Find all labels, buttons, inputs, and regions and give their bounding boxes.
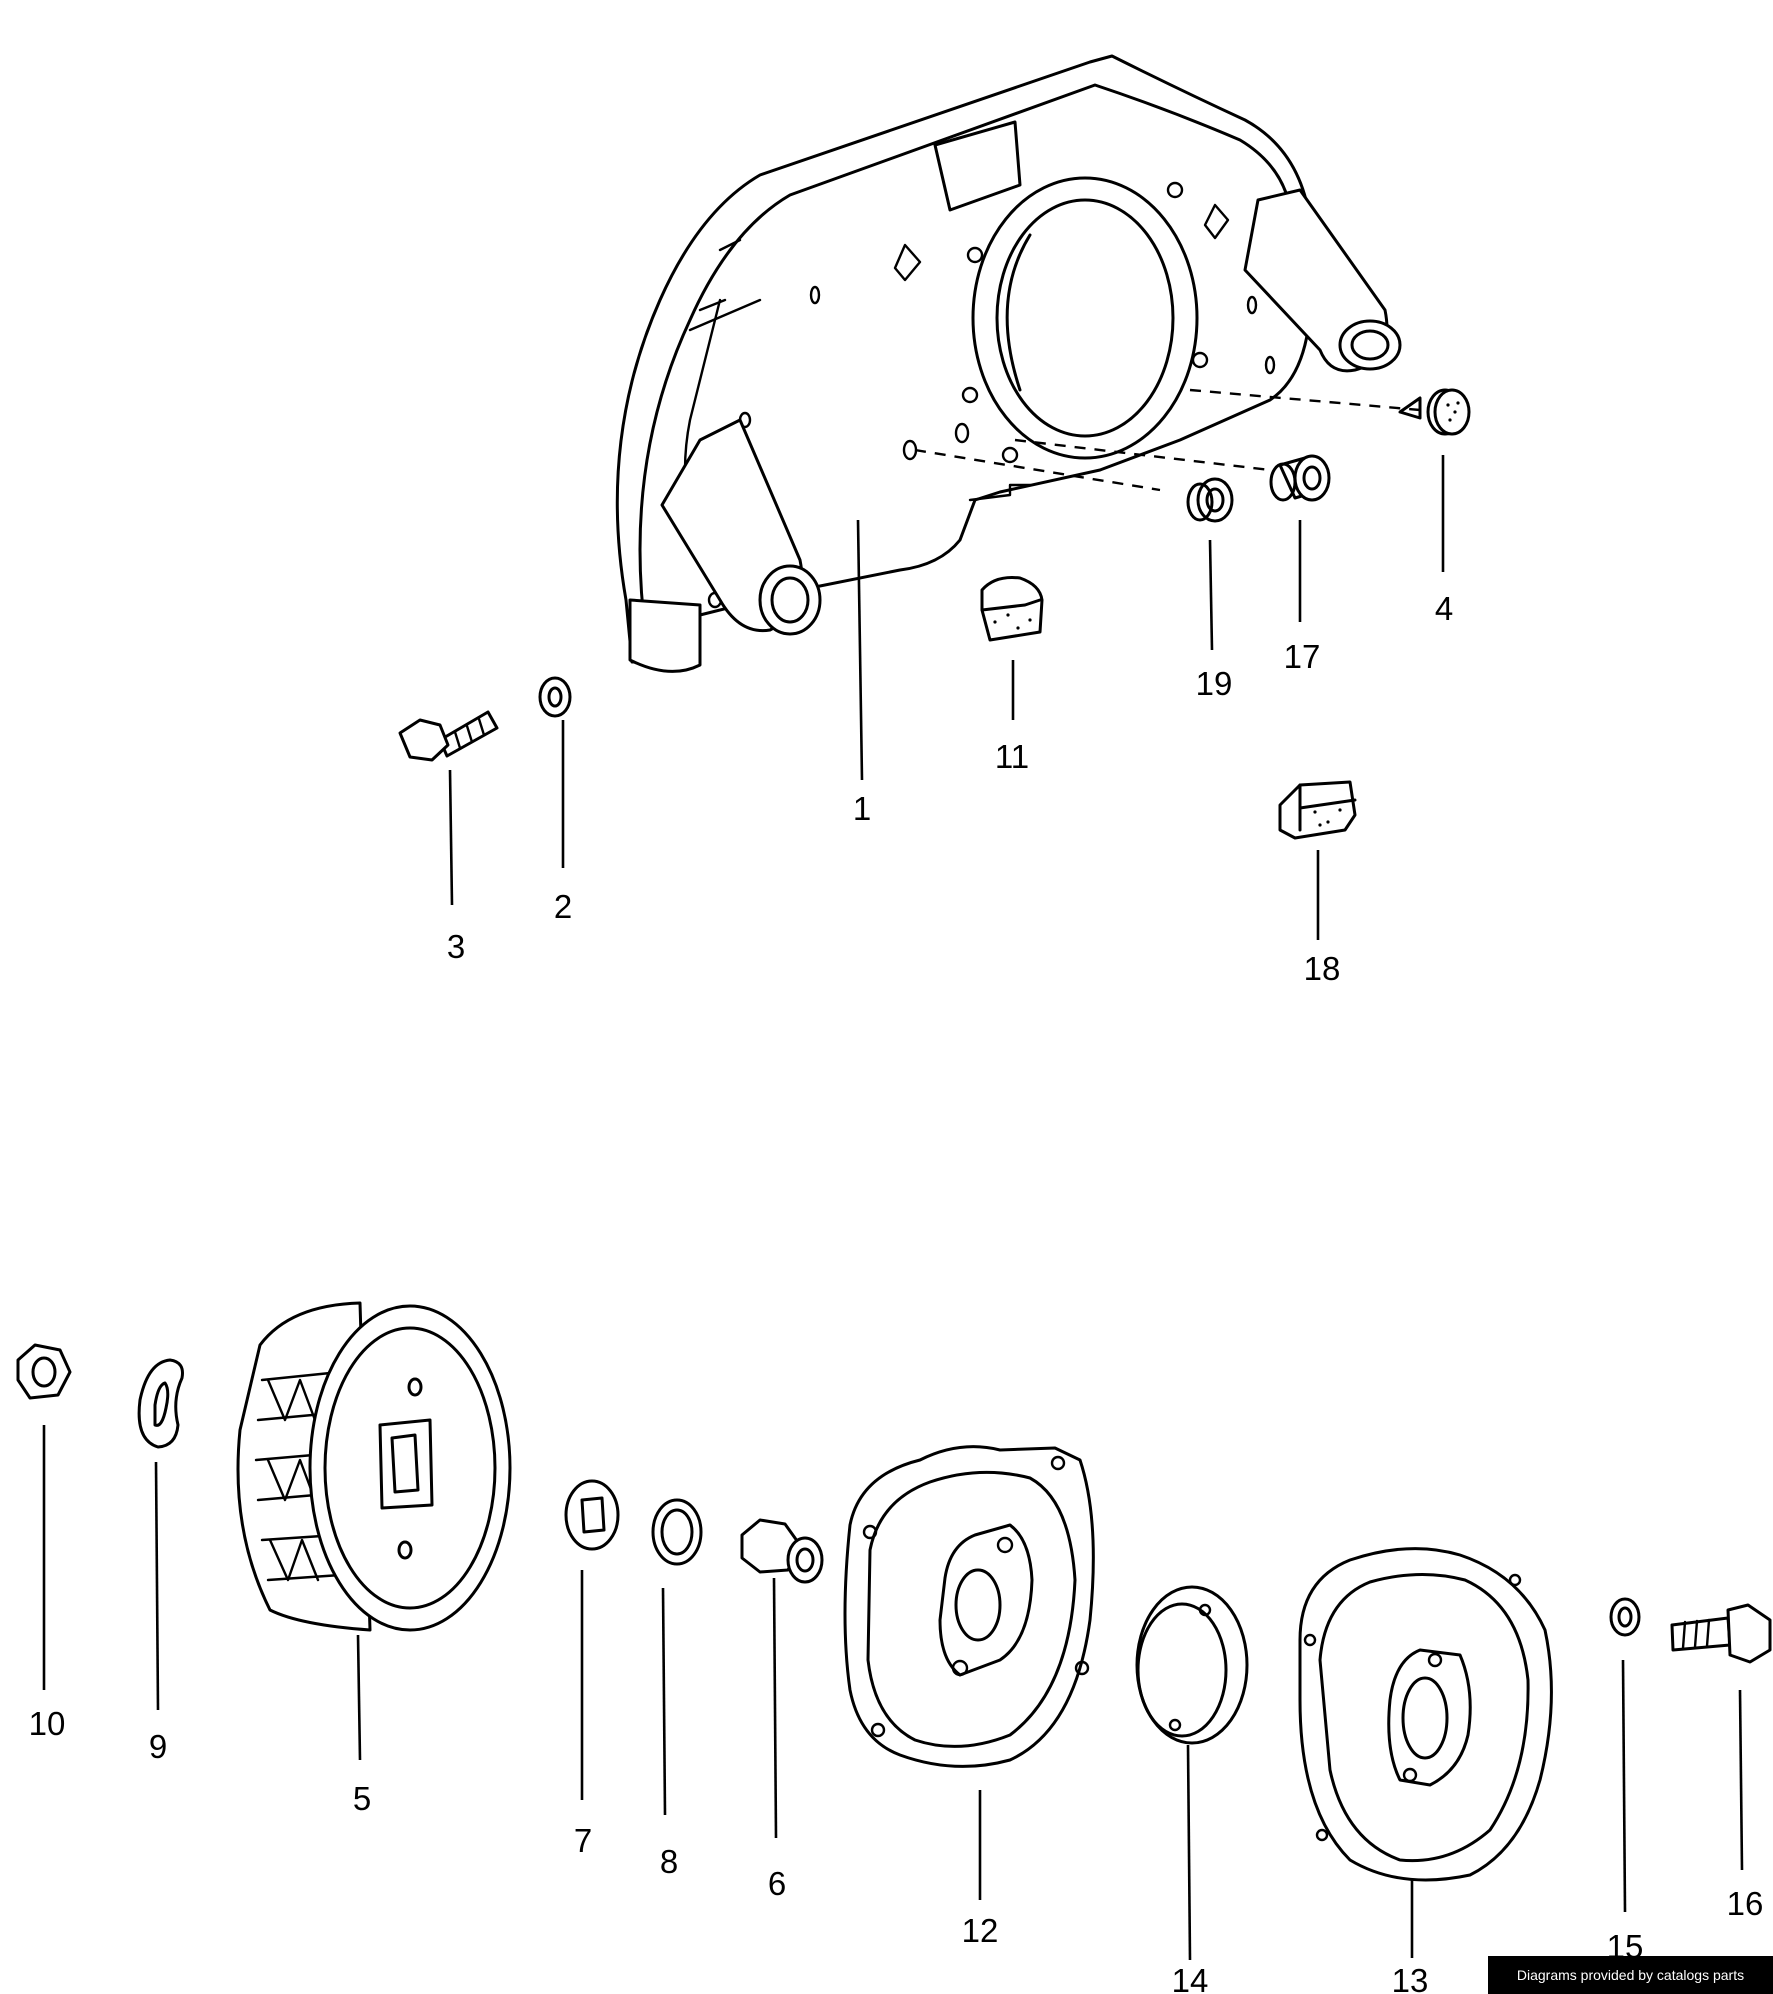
part-8-washer — [651, 1498, 703, 1566]
callout-1: 1 — [853, 790, 871, 827]
part-2-washer — [538, 676, 572, 718]
callout-19: 19 — [1196, 665, 1233, 702]
callout-9: 9 — [149, 1728, 167, 1765]
part-12-pulley-plate — [843, 1445, 1095, 1768]
assembly-line-2 — [1014, 438, 1271, 472]
callout-14: 14 — [1172, 1962, 1209, 1994]
part-13-outer-pulley — [1298, 1547, 1553, 1882]
part-15-washer — [1609, 1597, 1641, 1637]
part-4-plug — [1398, 388, 1471, 436]
part-14-ring — [1135, 1585, 1249, 1745]
callout-13: 13 — [1392, 1962, 1429, 1994]
callout-6: 6 — [768, 1865, 786, 1902]
callout-5: 5 — [353, 1780, 371, 1817]
part-17-bushing — [1269, 454, 1331, 502]
callout-17: 17 — [1284, 638, 1321, 675]
part-16-bolt — [1670, 1603, 1772, 1664]
callout-12: 12 — [962, 1912, 999, 1949]
callout-10: 10 — [29, 1705, 66, 1742]
part-9-keyed-washer — [137, 1358, 184, 1449]
callout-11: 11 — [995, 738, 1029, 775]
leader-lines — [42, 455, 1744, 1961]
part-1-fan-housing — [615, 54, 1402, 673]
part-5-pulley — [236, 1301, 512, 1632]
part-11-foam-block — [980, 576, 1044, 642]
callout-18: 18 — [1304, 950, 1341, 987]
assembly-line-1 — [914, 448, 1161, 492]
part-6-spacer — [740, 1518, 824, 1584]
callout-7: 7 — [574, 1822, 592, 1859]
part-18-foam-block — [1278, 780, 1357, 840]
callout-8: 8 — [660, 1843, 678, 1880]
callout-labels: 1 2 3 4 5 6 7 8 9 10 11 12 13 14 15 16 1… — [29, 590, 1764, 1994]
callout-16: 16 — [1727, 1885, 1764, 1922]
part-7-keyed-washer — [564, 1479, 620, 1551]
callout-3: 3 — [447, 928, 465, 965]
credit-banner: Diagrams provided by catalogs parts — [1488, 1956, 1773, 1994]
part-19-grommet — [1186, 477, 1234, 523]
callout-2: 2 — [554, 888, 572, 925]
part-3-bolt — [398, 710, 499, 762]
callout-4: 4 — [1435, 590, 1453, 627]
part-10-nut — [16, 1343, 72, 1400]
